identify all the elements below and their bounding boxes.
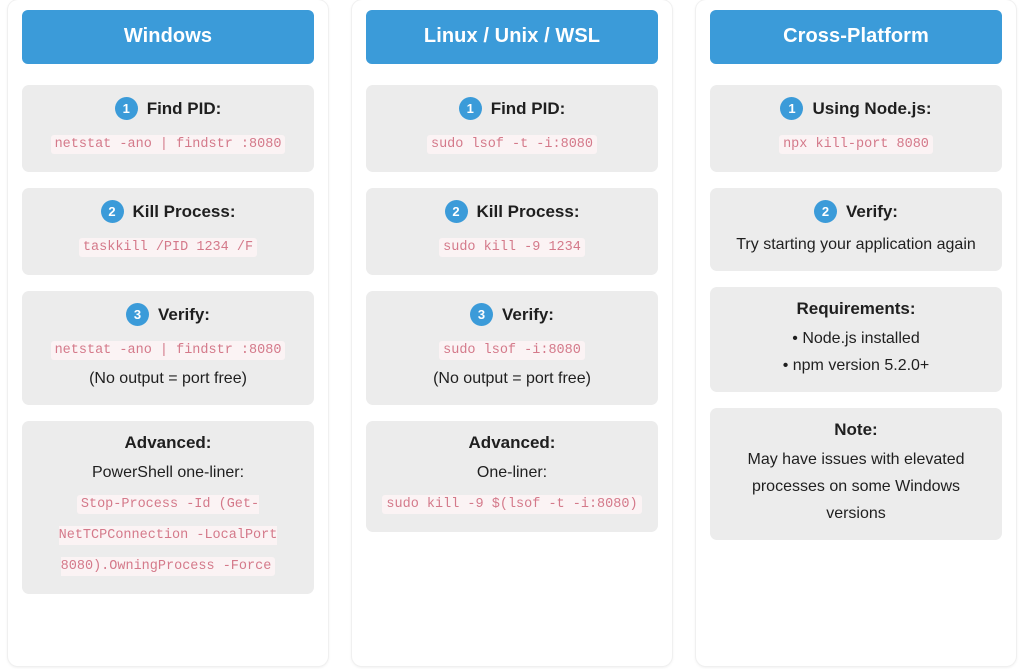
step-note-line: (No output = port free) (89, 370, 247, 387)
step-title: Verify: (502, 304, 554, 324)
step-title: Verify: (846, 201, 898, 221)
step-title: Kill Process: (476, 201, 580, 221)
column-header-windows: Windows (22, 10, 314, 64)
step-number-badge: 2 (444, 200, 468, 223)
step-number-badge: 1 (458, 97, 482, 120)
code-snippet[interactable]: sudo kill -9 $(lsof -t -i:8080) (382, 495, 642, 514)
code-snippet-wrapper: sudo lsof -i:8080 (376, 334, 648, 365)
step-number-badge: 2 (814, 200, 837, 223)
step-card: 1 Using Node.js: npx kill-port 8080 (710, 85, 1002, 172)
code-snippet-wrapper: npx kill-port 8080 (720, 128, 992, 159)
code-snippet[interactable]: sudo lsof -t -i:8080 (426, 135, 598, 154)
step-card: 1 Find PID: sudo lsof -t -i:8080 (366, 85, 658, 172)
step-number-badge: 3 (126, 303, 149, 326)
code-snippet[interactable]: sudo lsof -i:8080 (439, 341, 585, 360)
step-number-badge: 3 (470, 303, 493, 326)
code-snippet[interactable]: Stop-Process -Id (Get-NetTCPConnection -… (58, 495, 278, 576)
step-title-row: 1 Using Node.js: (720, 97, 992, 120)
code-snippet[interactable]: netstat -ano | findstr :8080 (50, 341, 286, 360)
code-snippet[interactable]: sudo kill -9 1234 (439, 238, 585, 257)
step-title: Find PID: (146, 98, 222, 118)
step-note-line: • Node.js installed (792, 330, 920, 347)
step-card: 2 Kill Process: sudo kill -9 1234 (366, 188, 658, 275)
step-card: 2 Verify: Try starting your application ag… (710, 188, 1002, 271)
step-number-badge: 1 (780, 97, 804, 120)
code-snippet-wrapper: sudo kill -9 1234 (376, 231, 648, 262)
step-title: Verify: (158, 304, 210, 324)
step-title: Advanced: (468, 433, 556, 452)
platform-column-linux-unix-wsl: Linux / Unix / WSL 1 Find PID: sudo lsof -t… (352, 0, 672, 666)
column-header-linux-unix-wsl: Linux / Unix / WSL (366, 10, 658, 64)
code-snippet-wrapper: taskkill /PID 1234 /F (32, 231, 304, 262)
step-card: 3 Verify: netstat -ano | findstr :8080 (No … (22, 291, 314, 405)
step-card: Advanced: One-liner: sudo kill -9 $(lsof -… (366, 421, 658, 532)
code-snippet[interactable]: npx kill-port 8080 (779, 135, 933, 154)
step-card: 1 Find PID: netstat -ano | findstr :8080 (22, 85, 314, 172)
step-title: Advanced: (124, 433, 212, 452)
step-title: Find PID: (490, 98, 566, 118)
step-card: Note: May have issues with elevated proce… (710, 408, 1002, 540)
step-note-line: May have issues with elevated processes … (747, 451, 965, 522)
code-snippet-wrapper: netstat -ano | findstr :8080 (32, 334, 304, 365)
code-snippet-wrapper: Stop-Process -Id (Get-NetTCPConnection -… (32, 488, 304, 581)
step-card: Advanced: PowerShell one-liner: Stop-Proce… (22, 421, 314, 594)
platform-column-windows: Windows 1 Find PID: netstat -ano | findstr … (8, 0, 328, 666)
code-snippet-wrapper: sudo kill -9 $(lsof -t -i:8080) (376, 488, 648, 519)
step-card: 3 Verify: sudo lsof -i:8080 (No output = po… (366, 291, 658, 405)
column-header-cross-platform: Cross-Platform (710, 10, 1002, 64)
step-title-row: 3 Verify: (376, 303, 648, 326)
step-title: Requirements: (796, 299, 916, 318)
code-snippet[interactable]: netstat -ano | findstr :8080 (50, 135, 286, 154)
step-number-badge: 1 (114, 97, 138, 120)
step-subtitle: One-liner: (476, 464, 548, 481)
code-snippet[interactable]: taskkill /PID 1234 /F (78, 238, 258, 257)
step-title-row: 1 Find PID: (376, 97, 648, 120)
step-subtitle: PowerShell one-liner: (91, 464, 245, 481)
step-title-row: 3 Verify: (32, 303, 304, 326)
step-title-row: 2 Kill Process: (32, 200, 304, 223)
code-snippet-wrapper: netstat -ano | findstr :8080 (32, 128, 304, 159)
step-number-badge: 2 (100, 200, 124, 223)
platform-column-cross-platform: Cross-Platform 1 Using Node.js: npx kill-po… (696, 0, 1016, 666)
step-card: Requirements: • Node.js installed • npm ve… (710, 287, 1002, 392)
step-card: 2 Kill Process: taskkill /PID 1234 /F (22, 188, 314, 275)
code-snippet-wrapper: sudo lsof -t -i:8080 (376, 128, 648, 159)
step-title: Note: (834, 420, 878, 439)
step-title: Using Node.js: (812, 98, 932, 118)
step-title-row: 1 Find PID: (32, 97, 304, 120)
step-title-row: 2 Verify: (720, 200, 992, 223)
step-title: Kill Process: (132, 201, 236, 221)
step-note-line: Try starting your application again (736, 236, 976, 253)
step-title-row: 2 Kill Process: (376, 200, 648, 223)
step-note-line: • npm version 5.2.0+ (782, 357, 930, 374)
step-note-line: (No output = port free) (433, 370, 591, 387)
